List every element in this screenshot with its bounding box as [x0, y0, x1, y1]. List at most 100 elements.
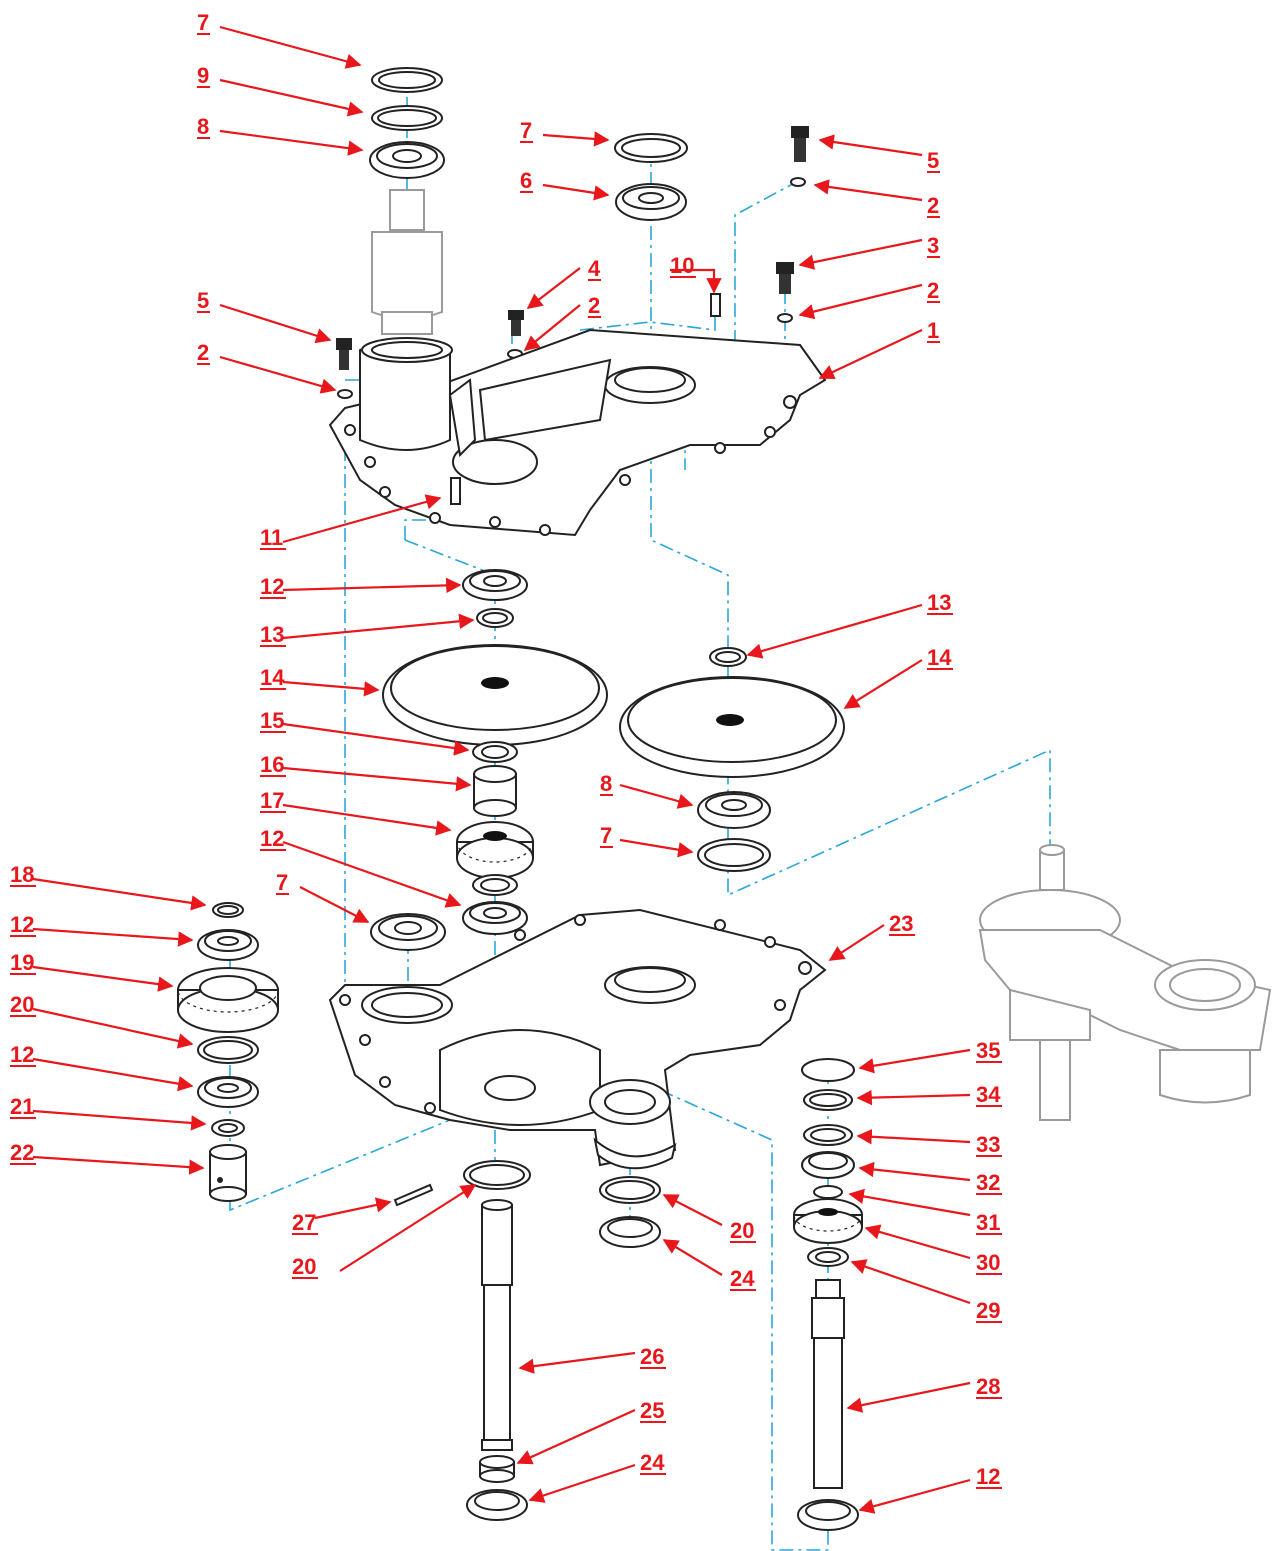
callout-number: 5	[197, 288, 209, 313]
ball-bearing-top-left	[369, 141, 445, 179]
callout-leader-arrow	[662, 1239, 723, 1276]
callout-18: 18	[10, 862, 207, 911]
callout-leader-arrow	[219, 78, 364, 117]
callout-leader-arrow	[858, 1478, 971, 1514]
callout-number: 4	[588, 256, 601, 281]
callout-number: 20	[730, 1218, 754, 1243]
callout-number: 14	[260, 665, 285, 690]
callout-number: 9	[197, 63, 209, 88]
callout-number: 26	[640, 1344, 664, 1369]
snap-ring-left	[476, 608, 514, 628]
callout-leader-arrow	[746, 603, 923, 659]
callout-8: 8	[600, 771, 694, 809]
gear-far-left	[177, 967, 279, 1033]
bearing-lower-housing-left	[370, 913, 446, 951]
callout-19: 19	[10, 950, 174, 992]
callout-number: 1	[927, 318, 939, 343]
retaining-ring-top-center	[614, 133, 688, 163]
callout-leader-arrow	[299, 886, 370, 923]
callout-number: 29	[976, 1298, 1000, 1323]
callout-leader-arrow	[32, 1155, 205, 1175]
callout-17: 17	[260, 788, 452, 836]
callout-number: 25	[640, 1398, 664, 1423]
callout-leader-arrow	[856, 1129, 971, 1145]
callout-number: 5	[927, 148, 939, 173]
callout-leader-arrow	[818, 134, 923, 157]
callout-3: 3	[798, 233, 940, 270]
callout-35: 35	[858, 1038, 1002, 1074]
callout-5: 5	[818, 134, 940, 173]
callout-number: 14	[927, 645, 952, 670]
callout-leader-arrow	[798, 238, 923, 270]
callout-number: 32	[976, 1170, 1000, 1195]
callout-leader-arrow	[282, 577, 462, 594]
callout-leader-arrow	[813, 179, 923, 202]
cap-plug	[801, 1058, 855, 1082]
callout-27: 27	[292, 1197, 392, 1235]
callout-number: 2	[197, 340, 209, 365]
callout-number: 10	[670, 253, 694, 278]
callout-29: 29	[850, 1259, 1002, 1323]
callout-leader-arrow	[282, 803, 452, 836]
callout-number: 2	[588, 293, 600, 318]
callout-leader-arrow	[523, 304, 581, 351]
callout-leader-arrow	[339, 1184, 477, 1272]
callout-2: 2	[197, 340, 337, 394]
circlip-lower-center	[463, 1160, 531, 1190]
spacer-washer-top	[371, 105, 443, 131]
bearing-bottom-right	[797, 1499, 859, 1531]
bolt-center	[508, 310, 524, 336]
bolt-left	[336, 338, 352, 370]
callout-number: 2	[927, 278, 939, 303]
callout-number: 21	[10, 1094, 34, 1119]
callout-34: 34	[856, 1082, 1002, 1107]
callout-leader-arrow	[858, 1161, 971, 1182]
large-gear-right	[619, 676, 845, 778]
callout-number: 8	[197, 114, 209, 139]
callout-leader-arrow	[32, 965, 174, 992]
callout-leader-arrow	[662, 1194, 723, 1226]
callout-leader-arrow	[516, 1408, 636, 1465]
callout-number: 12	[260, 826, 284, 851]
callout-23: 23	[828, 911, 915, 961]
lower-housing	[328, 908, 827, 1170]
callout-number: 7	[197, 10, 209, 35]
callout-number: 12	[10, 912, 34, 937]
callout-7: 7	[197, 10, 362, 69]
washer-top-right	[790, 177, 806, 187]
callout-number: 15	[260, 708, 284, 733]
callout-number: 7	[276, 870, 288, 895]
snap-ring-right	[709, 647, 747, 667]
callout-21: 21	[10, 1094, 207, 1131]
callout-12: 12	[858, 1464, 1002, 1514]
callout-leader-arrow	[858, 1048, 971, 1074]
callout-leader-arrow	[32, 1109, 207, 1131]
bearing-far-left-lower	[197, 1076, 259, 1108]
callout-leader-arrow	[850, 1259, 971, 1305]
washer-right-middle	[777, 313, 793, 323]
callout-20: 20	[10, 992, 194, 1049]
bolt-top-right	[791, 126, 809, 162]
callout-leader-arrow	[282, 840, 462, 908]
callout-14: 14	[260, 665, 380, 697]
callout-leader-arrow	[619, 783, 694, 809]
callout-leader-arrow	[314, 1197, 392, 1220]
callout-28: 28	[846, 1374, 1002, 1413]
callout-number: 12	[260, 574, 284, 599]
bearing-far-left-upper	[197, 929, 259, 961]
callout-24: 24	[528, 1450, 666, 1503]
callout-8: 8	[197, 114, 364, 156]
output-shaft-left	[481, 1199, 513, 1451]
callout-leader-arrow	[528, 1463, 636, 1503]
callout-26: 26	[518, 1344, 666, 1374]
callout-leader-arrow	[526, 267, 581, 309]
spacer-ring-left	[472, 874, 518, 896]
callout-31: 31	[848, 1188, 1002, 1235]
callout-2: 2	[798, 278, 940, 320]
dowel-pin-cover	[450, 477, 461, 505]
callout-number: 24	[730, 1266, 755, 1291]
spacer-ring-right-lower	[807, 1247, 849, 1267]
bearing-right-gear	[697, 791, 771, 829]
callout-32: 32	[858, 1161, 1002, 1195]
